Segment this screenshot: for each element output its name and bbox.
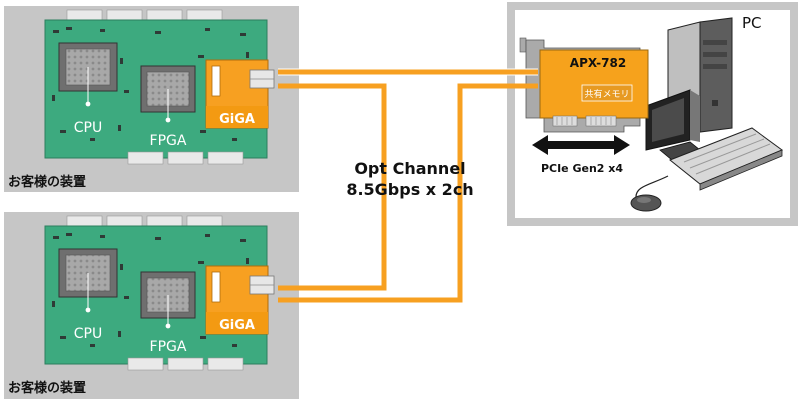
pc-mouse — [630, 175, 669, 212]
giga-label: GiGA — [219, 112, 255, 127]
board-connectors-top — [66, 215, 223, 229]
pc-panel: PC — [507, 2, 798, 226]
pc-label: PC — [742, 14, 762, 32]
optical-link-outline — [278, 68, 538, 76]
link-label-line1: Opt Channel — [354, 159, 465, 178]
apx-card: APX-782 共有メモリ — [519, 37, 649, 133]
optical-link-2 — [278, 83, 538, 303]
cpu-label: CPU — [74, 326, 102, 342]
pcie-arrow-icon — [532, 135, 630, 155]
optical-link-1 — [278, 69, 538, 291]
pc-keyboard — [669, 127, 784, 191]
customer-device-label: お客様の装置 — [8, 174, 86, 190]
customer-device-2: CPU FPGA GiGA お客様の装置 — [4, 212, 299, 399]
fpga-label: FPGA — [150, 133, 187, 149]
link-label-line2: 8.5Gbps x 2ch — [346, 180, 473, 199]
fpga-chip: FPGA — [140, 65, 196, 149]
cpu-chip: CPU — [58, 42, 118, 136]
cpu-chip: CPU — [58, 248, 118, 342]
shared-memory-chip — [581, 84, 633, 102]
shared-memory-label: 共有メモリ — [584, 88, 629, 100]
board-connectors-top — [66, 9, 223, 23]
giga-module: GiGA — [205, 59, 275, 129]
customer-device-label: お客様の装置 — [8, 380, 86, 396]
cpu-label: CPU — [74, 120, 102, 136]
pcie-bus-label: PCIe Gen2 x4 — [541, 162, 623, 175]
fpga-chip: FPGA — [140, 271, 196, 355]
giga-label: GiGA — [219, 318, 255, 333]
giga-module: GiGA — [205, 265, 275, 335]
card-label: APX-782 — [570, 56, 626, 70]
customer-device-1: CPU FPGA GiGA お客様の装置 — [4, 6, 299, 192]
pc-monitor — [645, 89, 701, 161]
board-components — [52, 233, 249, 347]
board-connectors-bottom — [127, 357, 244, 371]
board-connectors-bottom — [127, 151, 244, 165]
link-label: Opt Channel 8.5Gbps x 2ch — [346, 159, 473, 199]
fpga-label: FPGA — [150, 339, 187, 355]
